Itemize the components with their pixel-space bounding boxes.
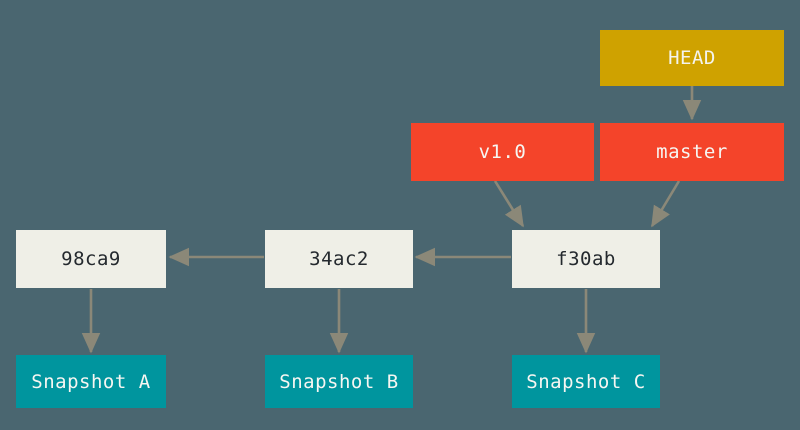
node-head[interactable]: HEAD [600, 30, 784, 86]
edge-v1-to-f30ab [493, 180, 525, 228]
edge-master-to-f30ab [650, 180, 681, 228]
node-branch-master[interactable]: master [600, 123, 784, 181]
node-snapshot-b[interactable]: Snapshot B [265, 355, 413, 408]
node-snapshot-a[interactable]: Snapshot A [16, 355, 166, 408]
node-snapshot-c[interactable]: Snapshot C [512, 355, 660, 408]
node-commit-34ac2[interactable]: 34ac2 [265, 230, 413, 288]
node-commit-f30ab[interactable]: f30ab [512, 230, 660, 288]
node-tag-v1-0[interactable]: v1.0 [411, 123, 594, 181]
node-commit-98ca9[interactable]: 98ca9 [16, 230, 166, 288]
